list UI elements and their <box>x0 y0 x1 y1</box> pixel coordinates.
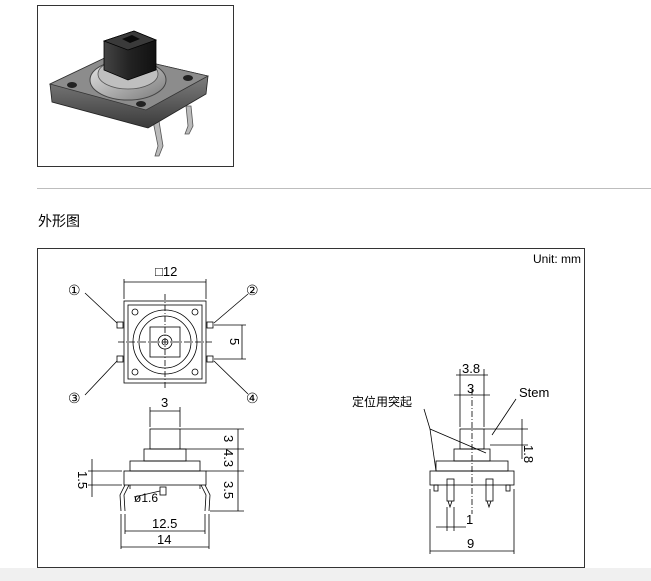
dim-side-width: 9 <box>467 536 474 551</box>
dim-pin-pitch: 5 <box>227 338 242 345</box>
pin-2-label: ② <box>246 282 259 298</box>
dim-base-offset: 1.5 <box>75 471 90 489</box>
unit-label: Unit: mm <box>533 252 581 266</box>
section-divider <box>37 188 651 189</box>
side-view <box>423 369 528 554</box>
page-footer-strip <box>0 568 651 581</box>
dim-stem-width: 3 <box>161 395 168 410</box>
dimension-drawing: Unit: mm <box>37 248 585 568</box>
pin-3-label: ③ <box>68 390 81 406</box>
dim-pin-small: 1 <box>466 512 473 527</box>
front-view <box>88 407 244 549</box>
stem-label: Stem <box>519 385 549 400</box>
dim-lead-length: 3.5 <box>221 481 236 499</box>
top-view <box>84 279 249 396</box>
dim-stem-inner: 3 <box>467 381 474 396</box>
positioning-bump-label: 定位用突起 <box>352 394 412 409</box>
dim-pin-span: 12.5 <box>152 516 177 531</box>
pin-4-label: ④ <box>246 390 259 406</box>
dim-stem-height: 3 <box>221 435 236 442</box>
dim-pin-dia: ø1.6 <box>134 491 158 505</box>
dim-body-square: □12 <box>155 264 177 279</box>
dim-stem-outer: 3.8 <box>462 361 480 376</box>
section-heading: 外形图 <box>38 214 80 230</box>
dim-body-width: 14 <box>157 532 171 547</box>
dim-cap-height: 4.3 <box>221 449 236 467</box>
pin-1-label: ① <box>68 282 81 298</box>
product-photo <box>37 5 234 167</box>
drawing-canvas: □12 5 ① ② ③ ④ 3 3 4.3 3.5 1.5 ø1.6 12.5 … <box>68 264 549 554</box>
dim-side-offset: 1.8 <box>521 445 536 463</box>
tact-switch-illustration <box>48 30 210 157</box>
